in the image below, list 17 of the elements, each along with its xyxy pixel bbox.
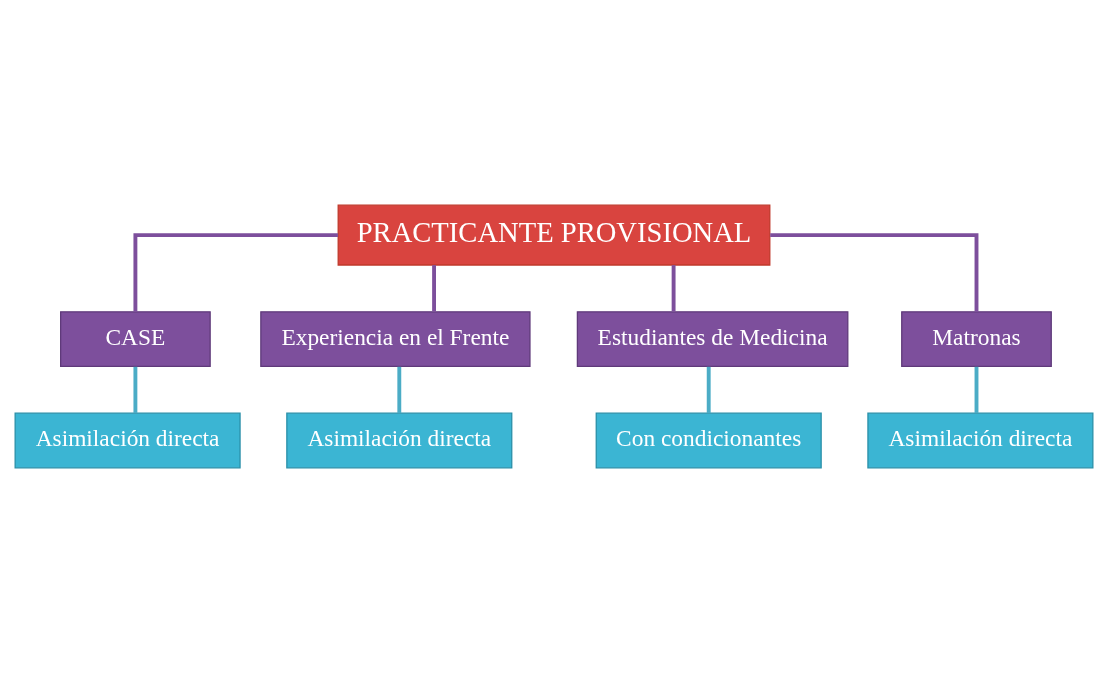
node-box: PRACTICANTE PROVISIONAL <box>337 204 771 266</box>
connector <box>706 366 711 414</box>
node-box: Con condicionantes <box>595 412 822 469</box>
node-box: Matronas <box>901 311 1052 368</box>
connector <box>671 265 676 312</box>
connector <box>974 366 979 414</box>
node-box: Experiencia en el Frente <box>260 311 531 368</box>
node-box: Asimilación directa <box>286 412 513 469</box>
node-box: Asimilación directa <box>14 412 241 469</box>
connector <box>133 366 138 414</box>
connector <box>770 233 979 312</box>
node-box: CASE <box>60 311 211 368</box>
connector <box>133 233 338 312</box>
node-box: Estudiantes de Medicina <box>576 311 849 368</box>
node-box: Asimilación directa <box>867 412 1094 469</box>
connector <box>432 265 437 312</box>
connector <box>397 366 402 414</box>
